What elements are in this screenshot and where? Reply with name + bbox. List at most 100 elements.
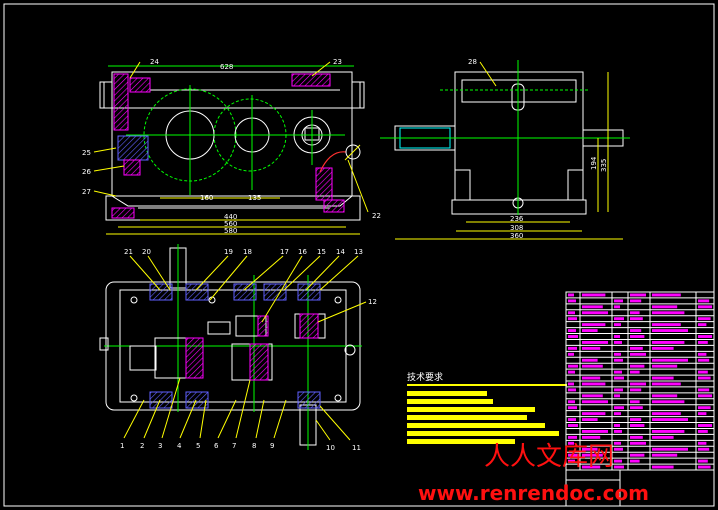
parts-cell-mark bbox=[698, 352, 707, 356]
parts-cell-mark bbox=[568, 299, 576, 303]
parts-cell-mark bbox=[630, 370, 640, 374]
parts-cell-mark bbox=[568, 406, 577, 410]
parts-cell-mark bbox=[614, 317, 624, 321]
callout-21: 21 bbox=[124, 248, 133, 256]
tech-line-5 bbox=[407, 415, 527, 420]
parts-cell-mark bbox=[614, 370, 622, 374]
dim-side-2: 308 bbox=[510, 224, 523, 232]
parts-cell-mark bbox=[582, 364, 603, 368]
parts-cell-mark bbox=[568, 418, 576, 422]
parts-cell-mark bbox=[582, 429, 608, 433]
parts-cell-mark bbox=[582, 376, 601, 380]
parts-cell-mark bbox=[652, 358, 688, 362]
parts-cell-mark bbox=[614, 388, 623, 392]
parts-cell-mark bbox=[652, 412, 681, 416]
parts-cell-mark bbox=[698, 459, 708, 463]
parts-cell-mark bbox=[582, 435, 601, 439]
callout-2: 2 bbox=[140, 442, 144, 450]
parts-cell-mark bbox=[614, 441, 621, 445]
callout-19: 19 bbox=[224, 248, 233, 256]
tech-line-8 bbox=[407, 439, 515, 444]
parts-cell-mark bbox=[614, 352, 621, 356]
parts-cell-mark bbox=[568, 400, 575, 404]
parts-cell-mark bbox=[568, 382, 574, 386]
parts-cell-mark bbox=[652, 418, 688, 422]
parts-cell-mark bbox=[630, 388, 642, 392]
dim-base-3: 580 bbox=[224, 227, 237, 235]
parts-cell-mark bbox=[698, 424, 712, 427]
parts-cell-mark bbox=[568, 346, 577, 350]
parts-cell-mark bbox=[652, 323, 681, 327]
parts-cell-mark bbox=[698, 394, 712, 398]
callout-28: 28 bbox=[468, 58, 477, 66]
parts-cell-mark bbox=[698, 412, 707, 416]
parts-cell-mark bbox=[568, 441, 574, 445]
parts-cell-mark bbox=[698, 465, 711, 469]
parts-cell-mark bbox=[568, 311, 575, 315]
parts-cell-mark bbox=[568, 424, 578, 427]
front-view: 628 160 135 440 560 580 24 23 25 26 27 2… bbox=[82, 58, 381, 235]
parts-cell-mark bbox=[698, 447, 710, 451]
parts-cell-mark bbox=[698, 406, 711, 410]
parts-cell-mark bbox=[582, 329, 598, 333]
parts-cell-mark bbox=[698, 358, 710, 362]
parts-cell-mark bbox=[568, 453, 578, 457]
tech-line-3 bbox=[407, 399, 493, 404]
parts-cell-mark bbox=[614, 305, 620, 309]
callout-17: 17 bbox=[280, 248, 289, 256]
parts-cell-mark bbox=[630, 382, 646, 386]
parts-cell-mark bbox=[568, 435, 577, 439]
callout-22: 22 bbox=[372, 212, 381, 220]
dim-center-a: 160 bbox=[200, 194, 213, 202]
parts-cell-mark bbox=[652, 400, 685, 404]
side-view: 28 236 308 360 194 335 bbox=[380, 58, 630, 240]
parts-cell-mark bbox=[698, 335, 712, 338]
parts-cell-mark bbox=[582, 394, 603, 398]
parts-cell-mark bbox=[652, 311, 685, 315]
callout-6: 6 bbox=[214, 442, 219, 450]
parts-cell-mark bbox=[568, 329, 576, 333]
plan-callouts-bottom: 1 2 3 4 5 6 7 8 9 10 11 bbox=[120, 377, 361, 452]
parts-cell-mark bbox=[652, 305, 678, 309]
parts-cell-mark bbox=[652, 394, 678, 398]
parts-cell-mark bbox=[698, 441, 707, 445]
dim-height-1: 194 bbox=[590, 156, 598, 170]
parts-cell-mark bbox=[630, 311, 640, 315]
parts-cell-mark bbox=[630, 364, 645, 368]
parts-cell-mark bbox=[652, 376, 674, 380]
parts-cell-mark bbox=[568, 370, 575, 374]
parts-cell-mark bbox=[698, 323, 707, 327]
parts-list-table bbox=[565, 291, 715, 507]
parts-cell-mark bbox=[582, 346, 601, 350]
parts-cell-mark bbox=[652, 447, 688, 451]
parts-cell-mark bbox=[698, 429, 708, 433]
parts-cell-mark bbox=[582, 447, 598, 451]
callout-12: 12 bbox=[368, 298, 377, 306]
parts-cell-mark bbox=[652, 465, 674, 469]
parts-cell-mark bbox=[614, 459, 622, 463]
dim-base-2: 560 bbox=[224, 220, 237, 228]
callout-11: 11 bbox=[352, 444, 361, 452]
parts-cell-mark bbox=[614, 394, 620, 398]
tech-requirements-title: 技术要求 bbox=[407, 371, 443, 383]
parts-cell-mark bbox=[582, 400, 608, 404]
parts-cell-mark bbox=[652, 340, 685, 344]
parts-cell-mark bbox=[614, 406, 624, 410]
callout-27: 27 bbox=[82, 188, 91, 196]
watermark-en: www.renrendoc.com bbox=[418, 481, 649, 505]
parts-cell-mark bbox=[582, 418, 598, 422]
parts-cell-mark bbox=[614, 465, 624, 469]
parts-cell-mark bbox=[582, 305, 603, 309]
callout-15: 15 bbox=[317, 248, 326, 256]
parts-cell-mark bbox=[568, 317, 577, 321]
parts-cell-mark bbox=[614, 340, 622, 344]
dim-base-1: 440 bbox=[224, 213, 237, 221]
plan-view: 21 20 19 18 17 16 15 14 13 12 bbox=[99, 244, 377, 452]
technical-requirements: 技术要求 bbox=[407, 371, 567, 444]
parts-cell-mark bbox=[698, 317, 711, 321]
parts-cell-mark bbox=[614, 429, 622, 433]
parts-cell-mark bbox=[614, 424, 620, 427]
parts-cell-mark bbox=[652, 364, 678, 368]
tech-line-1 bbox=[407, 384, 567, 386]
